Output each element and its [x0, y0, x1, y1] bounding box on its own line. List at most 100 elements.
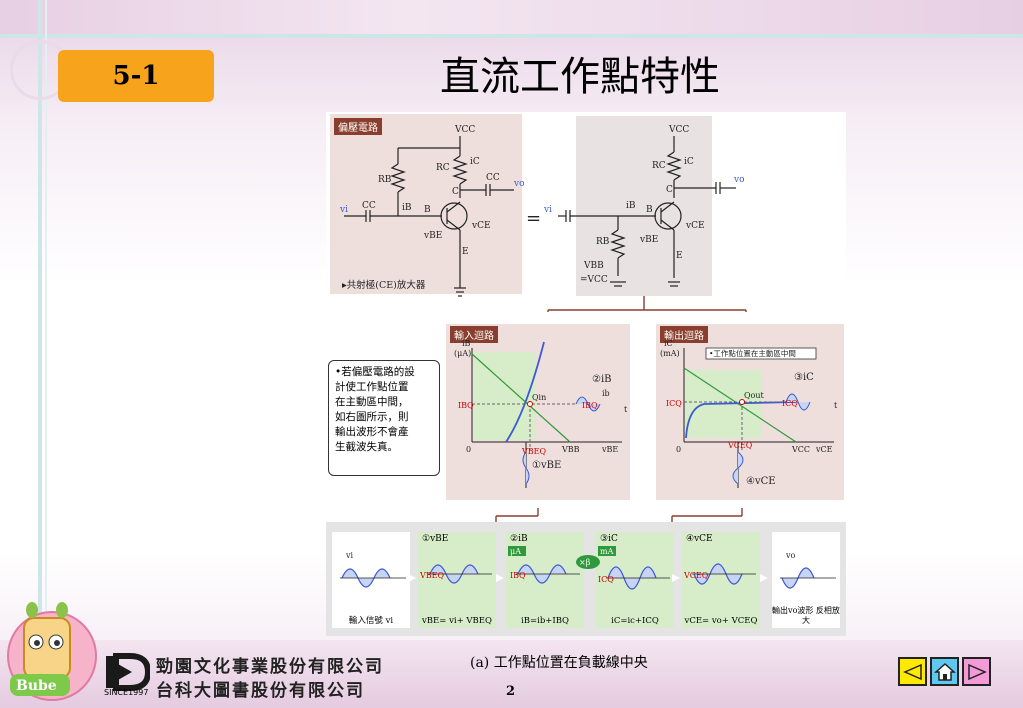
- page-number: 2: [506, 684, 516, 699]
- bottom-decor-band: [0, 640, 1023, 708]
- svg-text:vCE: vCE: [471, 221, 491, 231]
- left-vcc-label: VCC: [454, 125, 475, 135]
- svg-text:vo: vo: [513, 179, 525, 189]
- svg-text:VBEQ: VBEQ: [419, 571, 444, 580]
- vertical-decor-line: [38, 0, 42, 708]
- svg-text:①vBE: ①vBE: [532, 460, 561, 471]
- strip-vce-title: ④vCE: [686, 534, 713, 544]
- company-logo-icon: [106, 653, 150, 691]
- svg-text:VCEQ: VCEQ: [727, 441, 753, 450]
- note-line-4: 如右圖所示，則: [335, 411, 409, 423]
- strip-vce: ④vCE vCE= vo+ VCEQ: [682, 532, 760, 628]
- previous-slide-button[interactable]: [898, 657, 927, 686]
- load-line-graphs: iB (μA) IBQ Qin IBQ VBEQ VBB vBE 0 ②iB ①…: [454, 339, 838, 522]
- svg-text:RB: RB: [596, 237, 610, 247]
- svg-text:vBE: vBE: [601, 445, 618, 454]
- svg-text:RB: RB: [378, 175, 392, 185]
- strip-waveforms: vi VBEQ IBQ ICQ VCEQ vo μA mA ×β: [340, 546, 836, 590]
- note-line-5: 輸出波形不會產: [335, 426, 409, 438]
- svg-text:VBB: VBB: [561, 445, 580, 454]
- svg-text:=VCC: =VCC: [580, 275, 608, 285]
- unit-ua: μA: [510, 547, 521, 556]
- bias-note-box: •若偏壓電路的設 計使工作點位置 在主動區中間， 如右圖所示，則 輸出波形不會產…: [328, 360, 440, 476]
- top-decor-band: [0, 0, 1023, 34]
- figure-caption: (a) 工作點位置在負載線中央: [470, 655, 648, 671]
- arrow-left-icon: [902, 663, 922, 680]
- svg-text:E: E: [676, 251, 683, 261]
- note-line-6: 生截波失真。: [335, 441, 398, 453]
- svg-text:vCE: vCE: [685, 221, 705, 231]
- company-name-1: 勁園文化事業股份有限公司: [156, 657, 384, 677]
- bias-circuit-diagram: VCC RC iC RB C CC vo vi CC iB B vCE vBE …: [339, 125, 747, 312]
- section-badge: 5-1: [58, 50, 214, 102]
- bias-circuit-tag: 偏壓電路: [334, 118, 382, 135]
- svg-text:VBB: VBB: [583, 261, 604, 271]
- slide-title: 直流工作點特性: [440, 54, 720, 100]
- svg-text:Qout: Qout: [744, 391, 765, 400]
- note-line-2: 計使工作點位置: [335, 381, 409, 393]
- svg-text:vi: vi: [345, 551, 354, 560]
- output-loop-tag: 輸出迴路: [660, 326, 708, 343]
- svg-text:C: C: [452, 187, 459, 197]
- svg-text:vBE: vBE: [639, 235, 658, 245]
- svg-text:VCC: VCC: [668, 125, 689, 135]
- svg-text:③iC: ③iC: [794, 372, 814, 383]
- strip-ib-title: ②iB: [510, 534, 528, 544]
- strip-output-label: 輸出vo波形 反相放大: [772, 606, 840, 625]
- svg-text:Qin: Qin: [532, 393, 546, 402]
- svg-text:ICQ: ICQ: [666, 399, 682, 408]
- note-line-1: •若偏壓電路的設: [335, 366, 415, 378]
- top-decor-line: [0, 34, 1023, 38]
- svg-text:②iB: ②iB: [592, 374, 612, 385]
- svg-text:vo: vo: [733, 175, 745, 185]
- input-loop-tag: 輸入迴路: [450, 326, 498, 343]
- svg-text:VCC: VCC: [791, 445, 810, 454]
- vertical-decor-line-2: [45, 0, 47, 708]
- strip-ic-title: ③iC: [600, 534, 618, 544]
- svg-text:RC: RC: [652, 161, 666, 171]
- home-button[interactable]: [930, 657, 959, 686]
- svg-text:iB: iB: [402, 203, 412, 213]
- svg-text:B: B: [424, 205, 431, 215]
- svg-text:IBQ: IBQ: [510, 571, 526, 580]
- svg-text:iB: iB: [626, 201, 636, 211]
- note-line-3: 在主動區中間，: [335, 396, 409, 408]
- bjt-dc-operating-point-figure: 偏壓電路: [326, 112, 846, 636]
- beta-multiplier: ×β: [579, 558, 591, 567]
- svg-text:IBQ: IBQ: [582, 401, 598, 410]
- strip-vbe-title: ①vBE: [422, 534, 449, 544]
- svg-text:t: t: [624, 405, 628, 414]
- svg-text:VBEQ: VBEQ: [521, 447, 546, 456]
- svg-text:ib: ib: [602, 389, 610, 398]
- svg-text:VCEQ: VCEQ: [683, 571, 709, 580]
- svg-text:(mA): (mA): [660, 349, 680, 358]
- svg-text:iC: iC: [684, 157, 694, 167]
- arrow-right-icon: [967, 663, 987, 680]
- mascot-text: Bube: [16, 678, 57, 694]
- strip-input-label: 輸入信號 vi: [348, 616, 394, 626]
- svg-text:CC: CC: [362, 201, 376, 211]
- svg-text:vi: vi: [339, 205, 348, 215]
- svg-text:E: E: [462, 247, 469, 257]
- output-graph-note: •工作點位置在主動區中間: [709, 348, 796, 358]
- company-name-2: 台科大圖書股份有限公司: [156, 681, 365, 701]
- svg-text:0: 0: [466, 445, 471, 454]
- svg-text:vBE: vBE: [423, 231, 442, 241]
- svg-text:iC: iC: [470, 157, 480, 167]
- unit-ma: mA: [600, 547, 614, 556]
- svg-text:C: C: [666, 185, 673, 195]
- svg-text:ICQ: ICQ: [782, 399, 798, 408]
- svg-text:0: 0: [676, 445, 681, 454]
- svg-text:(μA): (μA): [454, 349, 471, 358]
- strip-ic-label: iC=ic+ICQ: [611, 616, 659, 626]
- equivalent-circuit-panel: [576, 116, 712, 296]
- svg-text:ICQ: ICQ: [598, 575, 614, 584]
- svg-text:vo: vo: [785, 551, 796, 560]
- svg-text:IBQ: IBQ: [458, 401, 474, 410]
- svg-text:④vCE: ④vCE: [746, 476, 776, 487]
- ce-amp-label: ▸共射極(CE)放大器: [342, 279, 426, 291]
- next-slide-button[interactable]: [962, 657, 991, 686]
- svg-text:CC: CC: [486, 173, 500, 183]
- svg-text:t: t: [834, 401, 838, 410]
- svg-text:vCE: vCE: [815, 445, 833, 454]
